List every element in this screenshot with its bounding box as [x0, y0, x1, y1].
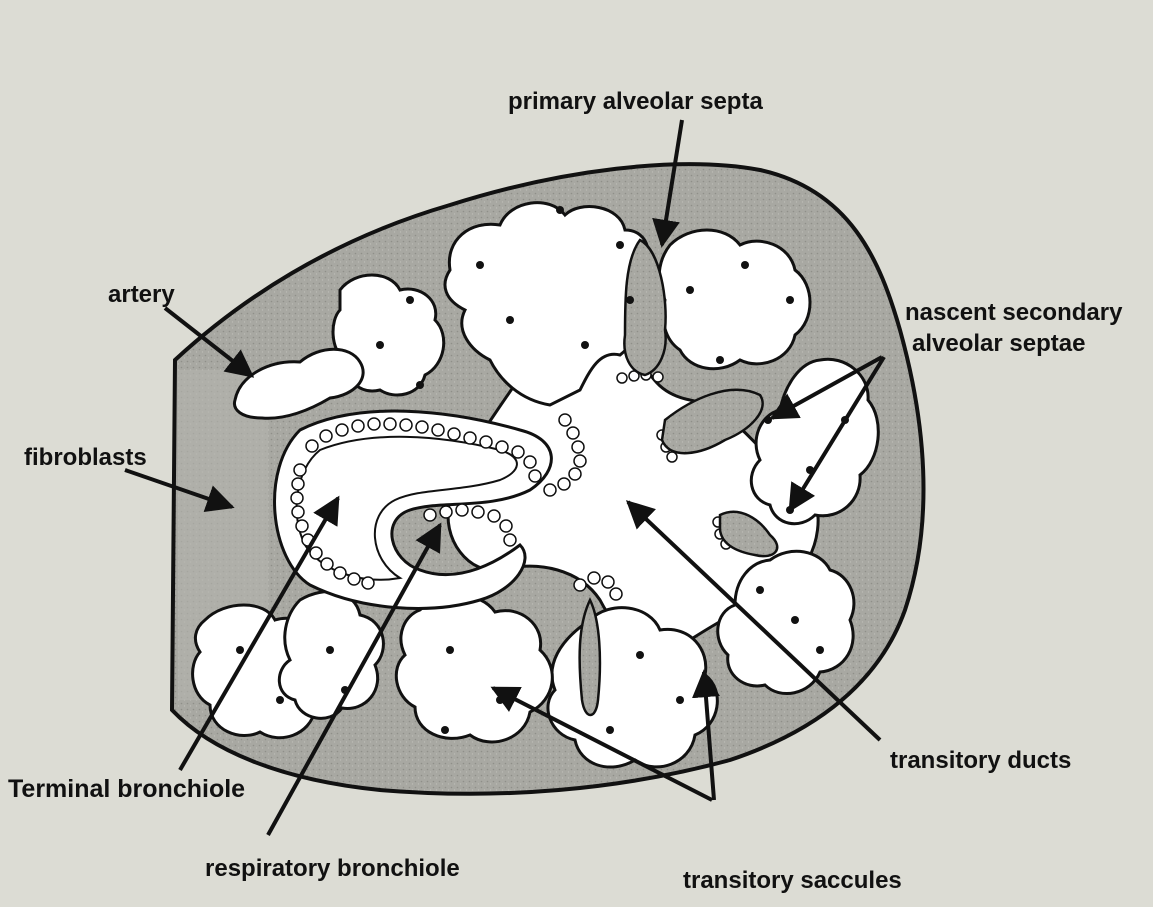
sac-lower-mid [396, 595, 552, 742]
label-nascent-line1: nascent secondary [905, 299, 1123, 326]
label-artery: artery [108, 281, 175, 308]
label-primary-alveolar-septa: primary alveolar septa [508, 88, 763, 115]
label-fibroblasts: fibroblasts [24, 444, 147, 471]
saccule-stalk [580, 600, 600, 715]
label-nascent-line2: alveolar septae [912, 330, 1085, 357]
label-terminal-bronchiole: Terminal bronchiole [8, 775, 245, 803]
label-respiratory-bronchiole: respiratory bronchiole [205, 855, 460, 882]
label-transitory-ducts: transitory ducts [890, 747, 1071, 774]
label-transitory-saccules: transitory saccules [683, 867, 902, 894]
